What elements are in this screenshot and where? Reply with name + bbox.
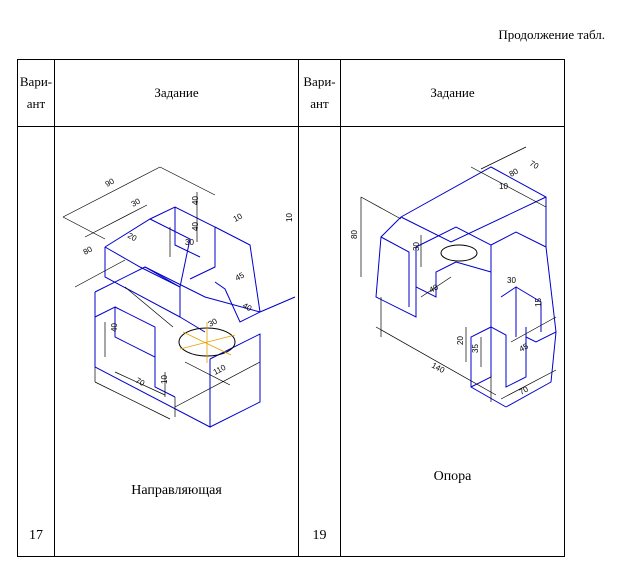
task-table: Вари- ант Задание Вари- ант Задание 17 [17,59,565,557]
variant-number: 19 [312,528,327,543]
task-header-right: Задание [340,59,565,127]
dim-80-a: 80 [350,230,359,239]
dim-110: 110 [212,363,228,377]
dim-140: 140 [430,361,446,375]
dim-30-b: 30 [185,238,194,247]
dim-35: 35 [471,344,480,353]
dim-90: 90 [104,176,117,188]
dim-10: 10 [499,182,508,191]
dim-70: 70 [528,159,541,171]
dim-70: 70 [134,376,147,388]
dim-45: 45 [518,341,531,353]
dim-10-a: 10 [232,211,245,223]
task-header-left: Задание [54,59,299,127]
dim-20: 20 [456,336,465,345]
dim-80: 80 [82,244,95,256]
part-name: Направляющая [131,483,222,498]
variant-header-left: Вари- ант [17,59,55,127]
table-row: 17 [17,126,565,557]
dim-40-a: 40 [191,196,200,205]
dim-30-a: 30 [412,242,421,251]
dim-30: 30 [130,196,143,208]
variant-header-right: Вари- ант [298,59,341,127]
dim-30-c: 30 [207,316,220,328]
variant-cell-right: 19 [298,126,341,557]
task-cell-right: 70 80 10 80 30 40 30 20 35 45 140 70 15 … [340,126,565,557]
variant-number: 17 [29,528,43,543]
dim-15: 15 [534,298,543,307]
table-header-row: Вари- ант Задание Вари- ант Задание [17,59,565,127]
dim-10-c: 10 [160,375,169,384]
table-continuation-caption: Продолжение табл. [498,27,605,42]
guide-isometric-drawing: 90 30 40 40 20 30 10 80 10 45 40 40 70 1… [62,166,296,428]
task-cell-left: 90 30 40 40 20 30 10 80 10 45 40 40 70 1… [54,126,299,557]
dim-45: 45 [234,270,247,282]
dim-40-d: 40 [110,323,119,332]
dim-40-c: 40 [241,301,254,314]
dim-40: 40 [428,282,441,294]
dim-30-b: 30 [507,276,516,285]
support-isometric-drawing: 70 80 10 80 30 40 30 20 35 45 140 70 15 [350,146,557,408]
dim-10-b: 10 [285,213,294,222]
part-name: Опора [433,469,472,484]
dim-40-b: 40 [191,222,200,231]
variant-cell-left: 17 [17,126,55,557]
